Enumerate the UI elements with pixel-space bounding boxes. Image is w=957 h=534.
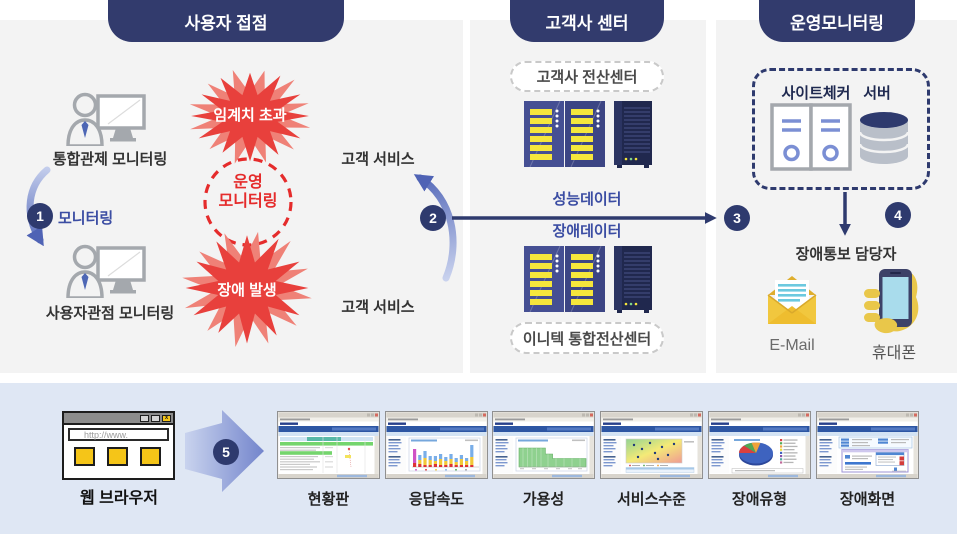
screenshot-response-speed [385,411,488,479]
ops-circle-line1: 운영 [233,174,263,191]
browser-minimize-icon [140,414,149,422]
pill-customer-datacenter: 고객사 전산센터 [510,61,664,92]
label-customer-service-bottom: 고객 서비스 [341,299,415,316]
user-with-monitor-icon [66,92,146,146]
tab-user-touchpoint: 사용자 접점 [108,0,344,42]
email-envelope-icon [767,276,817,324]
browser-title-bar: x [64,413,173,425]
screenshot-service-level [600,411,703,479]
ops-circle-line2: 모니터링 [218,193,278,210]
label-screen-fault-type: 장애유형 [731,491,788,508]
screenshot-availability [492,411,595,479]
step-circle-4: 4 [885,202,911,228]
step-circle-3: 3 [724,205,750,231]
tab-customer-center: 고객사 센터 [510,0,664,42]
label-performance-data: 성능데이터 [552,191,622,208]
label-threshold-exceeded: 임계치 초과 [213,107,287,124]
label-ops-monitoring-circle: 운영 모니터링 [202,173,294,211]
step-circle-1: 1 [27,203,53,229]
label-email: E-Mail [769,337,815,354]
tab-ops-monitoring: 운영모니터링 [759,0,915,42]
browser-tile [140,447,161,466]
browser-maximize-icon [151,414,160,422]
screenshot-status-board [277,411,380,479]
label-screen-fault-screen: 장애화면 [839,491,896,508]
screenshot-fault-screen [816,411,919,479]
web-browser-icon: x http://www. [62,411,175,480]
browser-tile [74,447,95,466]
server-rack-icon [524,246,653,314]
label-monitoring-step: 모니터링 [58,210,114,227]
label-fault-notify-staff: 장애통보 담당자 [795,246,897,263]
server-rack-icon [524,101,653,169]
label-screen-service-level: 서비스수준 [616,491,686,508]
step-circle-2: 2 [420,205,446,231]
label-web-browser: 웹 브라우저 [79,490,159,507]
pill-initech-datacenter: 이니텍 통합전산센터 [510,322,664,354]
browser-content [74,447,173,466]
label-integrated-monitoring: 통합관제 모니터링 [52,151,168,168]
label-user-view-monitoring: 사용자관점 모니터링 [45,305,175,322]
browser-close-icon: x [162,414,171,422]
sitechecker-dashed-box [752,68,930,190]
label-sitechecker: 사이트체커 [781,85,851,102]
user-with-monitor-icon [66,244,146,298]
label-mobile-phone: 휴대폰 [871,345,917,362]
browser-address-bar: http://www. [68,428,169,441]
label-customer-service-top: 고객 서비스 [341,151,415,168]
label-screen-status-board: 현황판 [307,491,350,508]
browser-tile [107,447,128,466]
label-screen-availability: 가용성 [522,491,565,508]
database-icon [858,112,910,164]
label-screen-response-speed: 응답속도 [408,491,465,508]
mobile-phone-in-hand-icon [864,269,919,334]
label-fault-occurred: 장애 발생 [217,282,277,299]
step-circle-5: 5 [213,439,239,465]
label-server: 서버 [863,85,891,102]
label-fault-data: 장애데이터 [552,223,622,240]
server-tower-icon [770,103,852,171]
screenshot-fault-type [708,411,811,479]
